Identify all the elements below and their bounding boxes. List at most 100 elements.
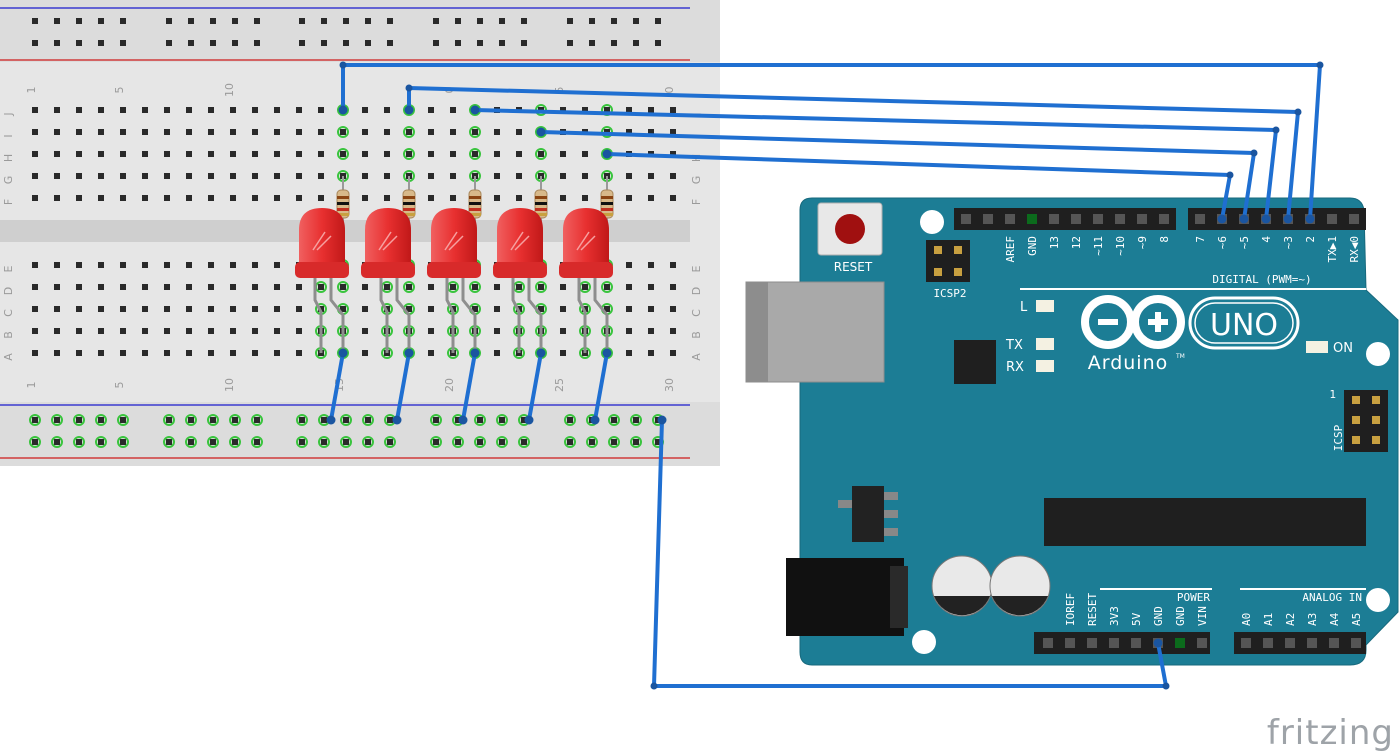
connected-hole [251, 414, 263, 426]
pin-label: TX▶1 [1326, 236, 1339, 263]
resistor-band [535, 213, 547, 216]
breadboard-hole [582, 195, 588, 201]
breadboard-hole [362, 107, 368, 113]
breadboard-hole [164, 129, 170, 135]
connected-hole [185, 414, 197, 426]
rail-hole [321, 18, 327, 24]
rail-hole [232, 40, 238, 46]
regulator-pin [884, 492, 898, 500]
breadboard-hole [560, 306, 566, 312]
breadboard-hole [670, 107, 676, 113]
breadboard-hole [670, 262, 676, 268]
icsp-pins [1352, 396, 1380, 444]
rail-hole [633, 417, 639, 423]
breadboard-hole [318, 107, 324, 113]
header-pin [1065, 638, 1075, 648]
breadboard-hole [450, 173, 456, 179]
led-leg [461, 270, 477, 353]
row-letter: G [690, 176, 703, 185]
reset-button-cap[interactable] [835, 214, 865, 244]
breadboard-hole [76, 173, 82, 179]
arduino-logo [1081, 295, 1185, 349]
icsp-pin [1372, 396, 1380, 404]
connected-hole [296, 436, 308, 448]
breadboard-hole [76, 284, 82, 290]
pin-label: ~11 [1092, 236, 1105, 256]
row-letter: E [2, 265, 15, 272]
breadboard-hole [142, 151, 148, 157]
breadboard-hole [186, 262, 192, 268]
breadboard-hole [384, 107, 390, 113]
capacitor-stripe [934, 596, 990, 616]
led-on [1306, 341, 1328, 353]
pin-label: 5V [1130, 612, 1143, 626]
usb-connector [745, 281, 885, 383]
uno-badge [1188, 296, 1300, 350]
rail-hole [254, 417, 260, 423]
breadboard-hole [252, 350, 258, 356]
rail-hole [166, 417, 172, 423]
breadboard-hole [120, 350, 126, 356]
breadboard-hole [648, 306, 654, 312]
breadboard-hole [626, 306, 632, 312]
header-pin [983, 214, 993, 224]
row-letter: I [2, 134, 15, 137]
led-tx-label: TX [1005, 338, 1023, 353]
rail-hole [655, 439, 661, 445]
wire-end [536, 348, 546, 358]
rail-hole [477, 439, 483, 445]
breadboard-hole [164, 350, 170, 356]
breadboard-hole [648, 262, 654, 268]
breadboard-hole [516, 173, 522, 179]
breadboard-hole [142, 173, 148, 179]
connected-hole [518, 436, 530, 448]
rail-hole [254, 18, 260, 24]
icsp-pin [1352, 416, 1360, 424]
connected-hole [608, 414, 620, 426]
connected-hole [337, 281, 349, 293]
rail-hole [387, 18, 393, 24]
resistor-band [337, 213, 349, 216]
digital-label: DIGITAL (PWM=~) [1212, 273, 1311, 286]
connected-hole [337, 126, 349, 138]
breadboard-hole [76, 306, 82, 312]
connected-hole [403, 148, 415, 160]
breadboard-hole [494, 284, 500, 290]
breadboard-hole [626, 350, 632, 356]
breadboard-hole [54, 350, 60, 356]
connected-hole [362, 436, 374, 448]
breadboard-hole [648, 350, 654, 356]
breadboard-hole [604, 284, 610, 290]
ground-jumper [329, 351, 345, 422]
breadboard-hole [670, 151, 676, 157]
breadboard-hole [428, 195, 434, 201]
connected-hole [117, 436, 129, 448]
connected-hole [163, 414, 175, 426]
breadboard-hole [274, 284, 280, 290]
capacitor-stripe [992, 596, 1048, 616]
connected-hole [496, 436, 508, 448]
breadboard-hole [296, 350, 302, 356]
breadboard-hole [670, 306, 676, 312]
wire-end [657, 415, 667, 425]
resistor-band [535, 196, 547, 199]
logo-plus-icon-vertical [1155, 312, 1161, 332]
connected-hole [608, 436, 620, 448]
header-pin [1263, 638, 1273, 648]
breadboard-hole [406, 306, 412, 312]
rail-hole [188, 439, 194, 445]
breadboard-hole [582, 151, 588, 157]
breadboard-hole [472, 151, 478, 157]
icsp-pin [954, 268, 962, 276]
connected-hole [340, 436, 352, 448]
breadboard-hole [670, 328, 676, 334]
breadboard-hole [296, 107, 302, 113]
breadboard-hole [494, 151, 500, 157]
fritzing-watermark: fritzing [1267, 713, 1394, 753]
breadboard-hole [494, 129, 500, 135]
breadboard-hole [494, 306, 500, 312]
icsp-pin [1352, 436, 1360, 444]
led-assembly [559, 176, 614, 353]
breadboard-hole [362, 195, 368, 201]
breadboard-hole [54, 195, 60, 201]
